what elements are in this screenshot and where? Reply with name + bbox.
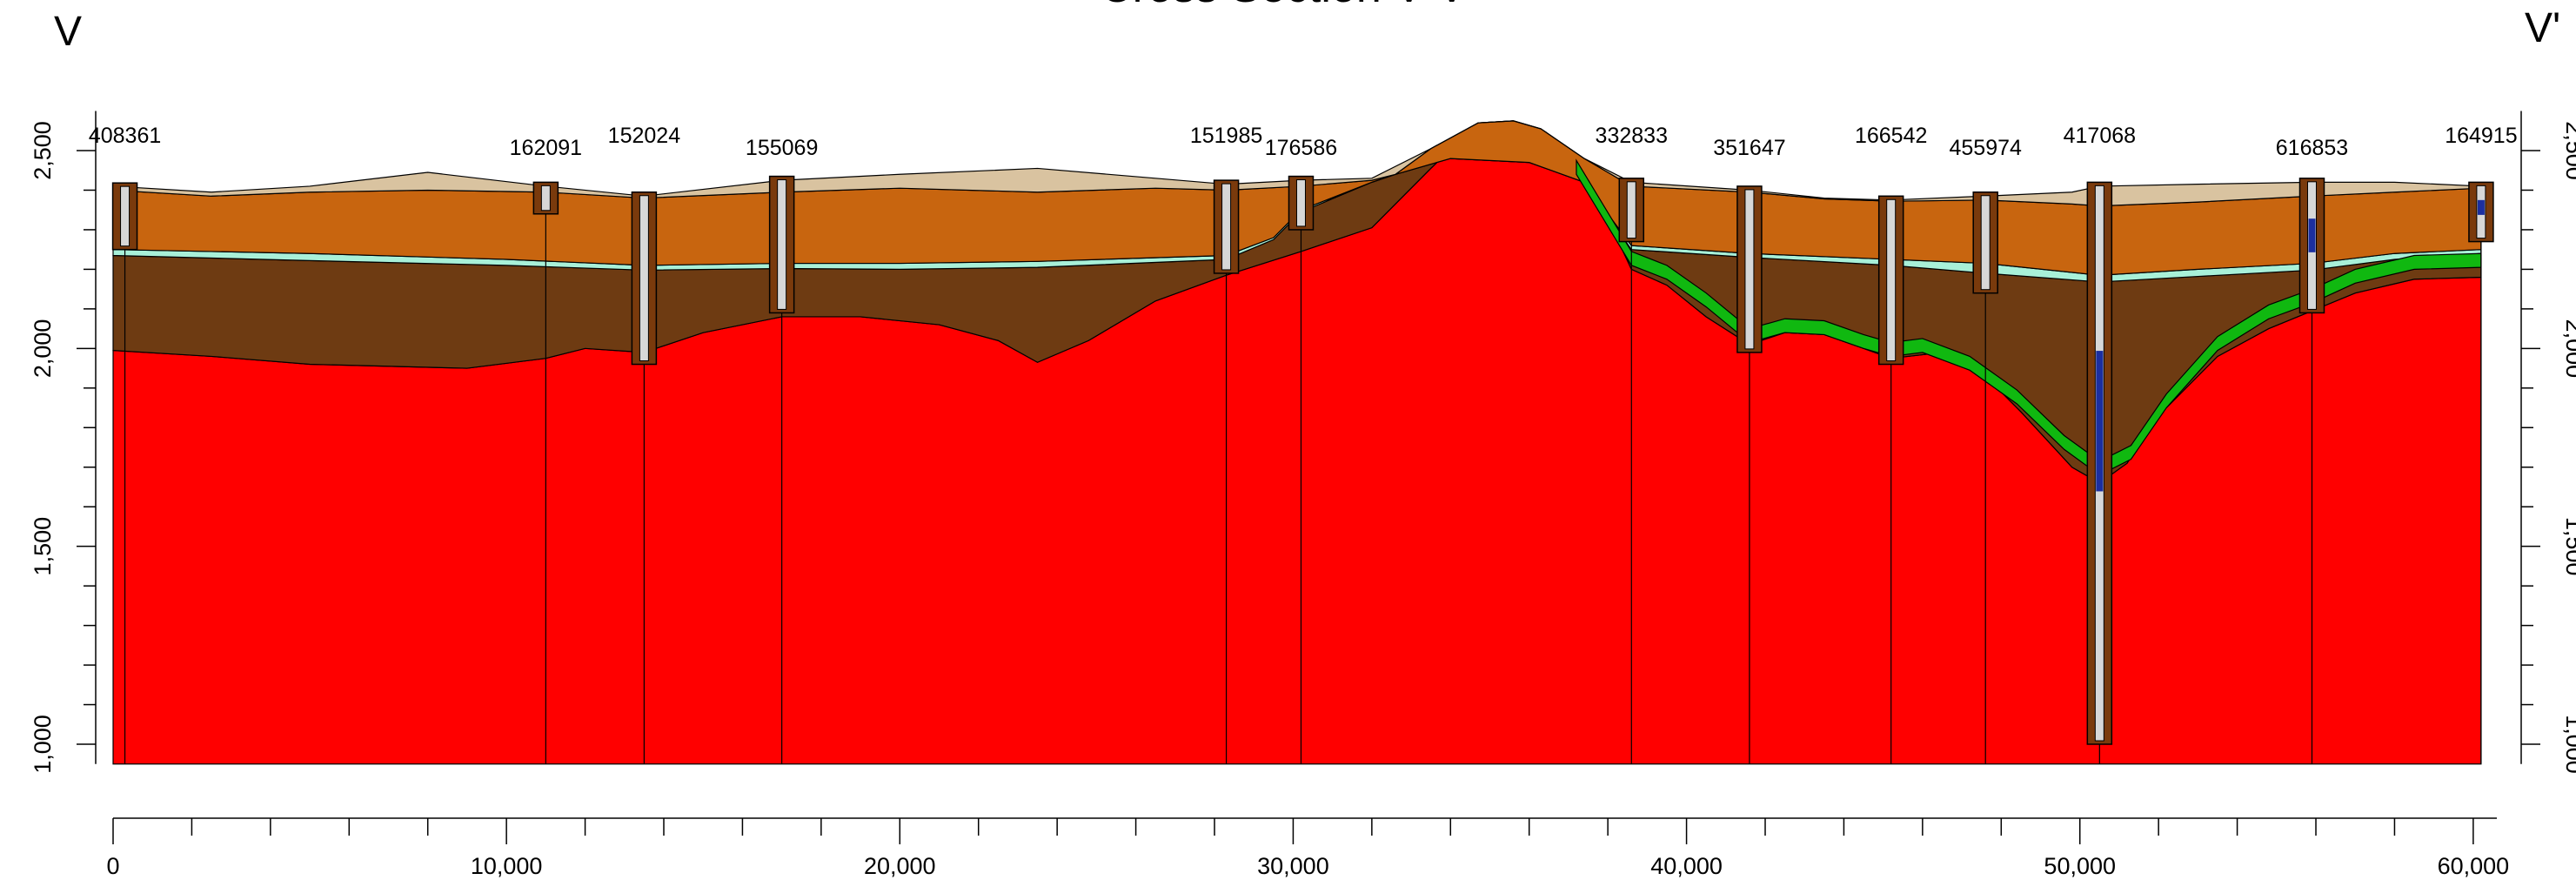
well-label: 417068 [2064, 124, 2136, 148]
well-casing [1744, 189, 1755, 350]
well-label: 351647 [1713, 136, 1785, 160]
elevation-tick-label-left: 2,500 [30, 121, 56, 180]
well-label: 408361 [89, 124, 161, 148]
well-label: 162091 [510, 136, 582, 160]
well-label: 155069 [746, 136, 818, 160]
distance-tick-label: 60,000 [2438, 853, 2510, 879]
well-label: 176586 [1265, 136, 1337, 160]
well-casing [120, 185, 130, 247]
well-casing [1886, 198, 1897, 362]
well-casing [1221, 183, 1232, 271]
well-label: 455974 [1949, 136, 2022, 160]
well-screen [2308, 218, 2316, 252]
well-332833: 332833 [1596, 124, 1668, 764]
distance-tick-label: 30,000 [1257, 853, 1329, 879]
well-label: 164915 [2445, 124, 2517, 148]
section-end-label: V' [2525, 5, 2560, 51]
well-label: 332833 [1596, 124, 1668, 148]
well-164915: 164915 [2445, 124, 2518, 764]
well-455974: 455974 [1949, 136, 2022, 764]
elevation-tick-label-left: 1,000 [30, 715, 56, 774]
distance-tick-label: 50,000 [2044, 853, 2116, 879]
well-152024: 152024 [608, 124, 681, 764]
well-162091: 162091 [510, 136, 582, 764]
well-176586: 176586 [1265, 136, 1337, 764]
well-label: 151985 [1190, 124, 1262, 148]
well-casing [1980, 195, 1991, 291]
section-start-label: V [54, 9, 82, 55]
well-casing [639, 195, 649, 362]
elevation-tick-label-right: 2,500 [2561, 121, 2576, 180]
elevation-tick-label-right: 1,500 [2561, 517, 2576, 576]
distance-tick-label: 10,000 [471, 853, 543, 879]
elevation-tick-label-right: 2,000 [2561, 319, 2576, 379]
well-408361: 408361 [89, 124, 161, 764]
elevation-tick-label-left: 1,500 [30, 517, 56, 576]
well-label: 152024 [608, 124, 681, 148]
well-casing [1626, 181, 1636, 239]
well-155069: 155069 [746, 136, 818, 764]
well-label: 616853 [2276, 136, 2348, 160]
distance-tick-label: 0 [106, 853, 119, 879]
well-151985: 151985 [1190, 124, 1262, 764]
distance-tick-label: 40,000 [1650, 853, 1723, 879]
axes-layer: 1,000 1,000 1,500 1,500 2,000 2,000 2,500 2,500… [30, 111, 2576, 879]
well-351647: 351647 [1713, 136, 1786, 764]
well-166542: 166542 [1855, 124, 1927, 764]
well-screen [2096, 351, 2104, 492]
well-casing [777, 179, 787, 310]
well-casing [1295, 179, 1306, 227]
elevation-tick-label-left: 2,000 [30, 319, 56, 379]
well-casing [540, 185, 551, 212]
well-616853: 616853 [2276, 136, 2348, 764]
well-screen [2477, 199, 2485, 215]
well-label: 166542 [1855, 124, 1927, 148]
distance-tick-label: 20,000 [864, 853, 936, 879]
section-title: Cross Section V-V' [1100, 0, 1475, 12]
well-417068: 417068 [2064, 124, 2136, 764]
elevation-tick-label-right: 1,000 [2561, 715, 2576, 774]
